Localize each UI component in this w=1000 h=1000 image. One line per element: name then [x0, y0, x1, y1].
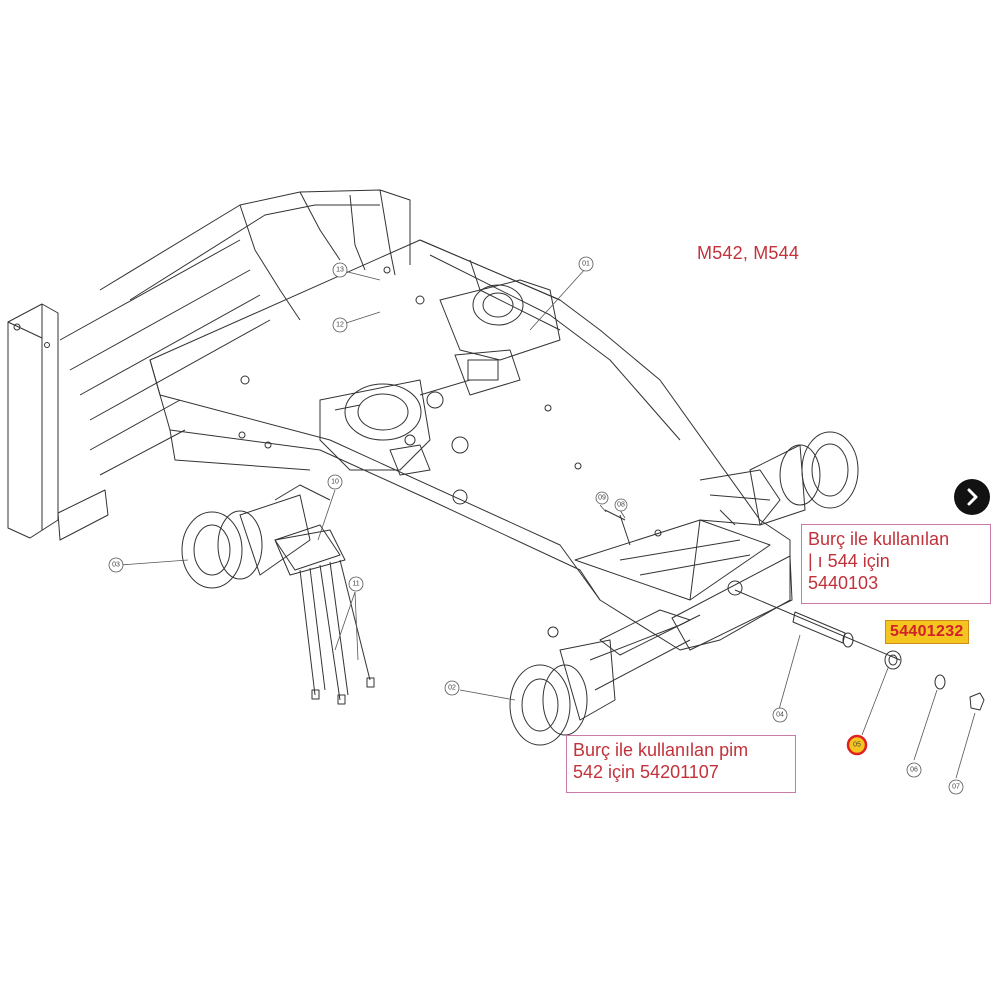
chevron-right-icon: [967, 488, 978, 506]
highlighted-callout-ring: [846, 734, 868, 756]
right-upper-wheel-hub: [699, 431, 859, 526]
callout-02: 02: [448, 685, 456, 692]
note-line: | ı 544 için: [808, 551, 890, 571]
callout-07: 07: [952, 784, 960, 791]
callout-08: 08: [617, 502, 625, 509]
left-wheel-hub: [181, 484, 346, 589]
small-fittings: [604, 509, 736, 546]
note-line: Burç ile kullanılan pim: [573, 740, 749, 760]
callout-09: 09: [598, 495, 606, 502]
center-differential: [319, 379, 431, 476]
mounting-studs: [274, 524, 375, 705]
note-line: Burç ile kullanılan: [808, 529, 950, 549]
callout-04: 04: [776, 712, 784, 719]
model-label: M542, M544: [697, 243, 800, 263]
next-button[interactable]: [954, 479, 990, 515]
callout-13: 13: [336, 267, 344, 274]
note-box-542: Burç ile kullanılan pim 542 için 5420110…: [566, 735, 796, 793]
note-line: 5440103: [808, 573, 879, 593]
scattered-bolts: [238, 266, 582, 470]
callout-06: 06: [910, 767, 918, 774]
rear-frame: [59, 189, 411, 476]
callout-03: 03: [112, 562, 120, 569]
main-frame: [149, 239, 793, 651]
upper-hub-assembly: [439, 279, 561, 396]
callout-10: 10: [331, 479, 339, 486]
callout-12: 12: [336, 322, 344, 329]
callout-11: 11: [352, 581, 359, 588]
callout-05: 05: [853, 742, 861, 749]
left-post: [7, 303, 109, 541]
axle-pin-assembly: [734, 589, 985, 711]
callout-01: 01: [582, 261, 590, 268]
note-box-544: Burç ile kullanılan | ı 544 için 5440103: [801, 524, 991, 604]
note-line: 542 için 54201107: [573, 762, 719, 782]
part-number-badge[interactable]: 54401232: [885, 620, 969, 644]
lower-wheel-hub: [509, 609, 701, 746]
